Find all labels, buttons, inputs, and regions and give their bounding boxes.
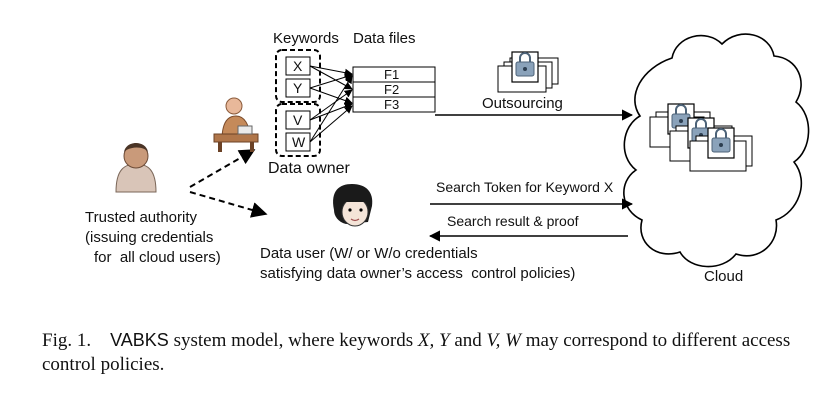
caption-text2: may correspond to different access contr… [42,330,791,375]
cloud-label: Cloud [704,268,744,285]
outsourcing-label: Outsourcing [482,95,563,112]
cloud-documents [649,103,753,172]
caption-math2: V, W [486,330,521,351]
search-token-label: Search Token for Keyword X [436,179,614,195]
keyword-group-2 [275,103,321,157]
data-user-line1: Data user (W/ or W/o credentials [260,245,478,262]
keyword-file-arrows [309,65,353,143]
search-result-label: Search result & proof [447,213,579,229]
keywords-label: Keywords [273,30,339,47]
person-icon [115,143,157,193]
keyword-w: W [292,134,306,150]
credential-arrow-user [189,191,268,218]
credential-arrow-owner [189,149,256,188]
lock-document-icon [497,51,559,93]
keyword-v: V [293,112,303,128]
data-owner-label: Data owner [268,160,350,177]
user-face-icon [333,184,373,227]
data-files-label: Data files [353,30,416,47]
file-box-f3 [352,96,436,113]
file-f1: F1 [384,67,400,82]
trusted-authority-line1: Trusted authority [85,209,197,226]
keyword-y: Y [293,80,303,96]
caption-text1: system model, where keywords [168,330,418,351]
caption-prefix: Fig. 1. [42,330,92,351]
file-f2: F2 [384,82,400,97]
trusted-authority-line2: (issuing credentials [85,229,214,246]
figure-caption: Fig. 1. VABKS system model, where keywor… [42,328,802,377]
keyword-x: X [293,58,303,74]
file-f3: F3 [384,97,400,112]
caption-and: and [449,330,487,351]
data-user-line2: satisfying data owner’s access control p… [260,265,576,282]
keyword-group-1 [275,49,321,103]
caption-title: VABKS [110,330,169,350]
caption-math1: X, Y [417,330,450,351]
person-at-desk-icon [213,97,259,152]
trusted-authority-line3: for all cloud users) [94,249,221,266]
